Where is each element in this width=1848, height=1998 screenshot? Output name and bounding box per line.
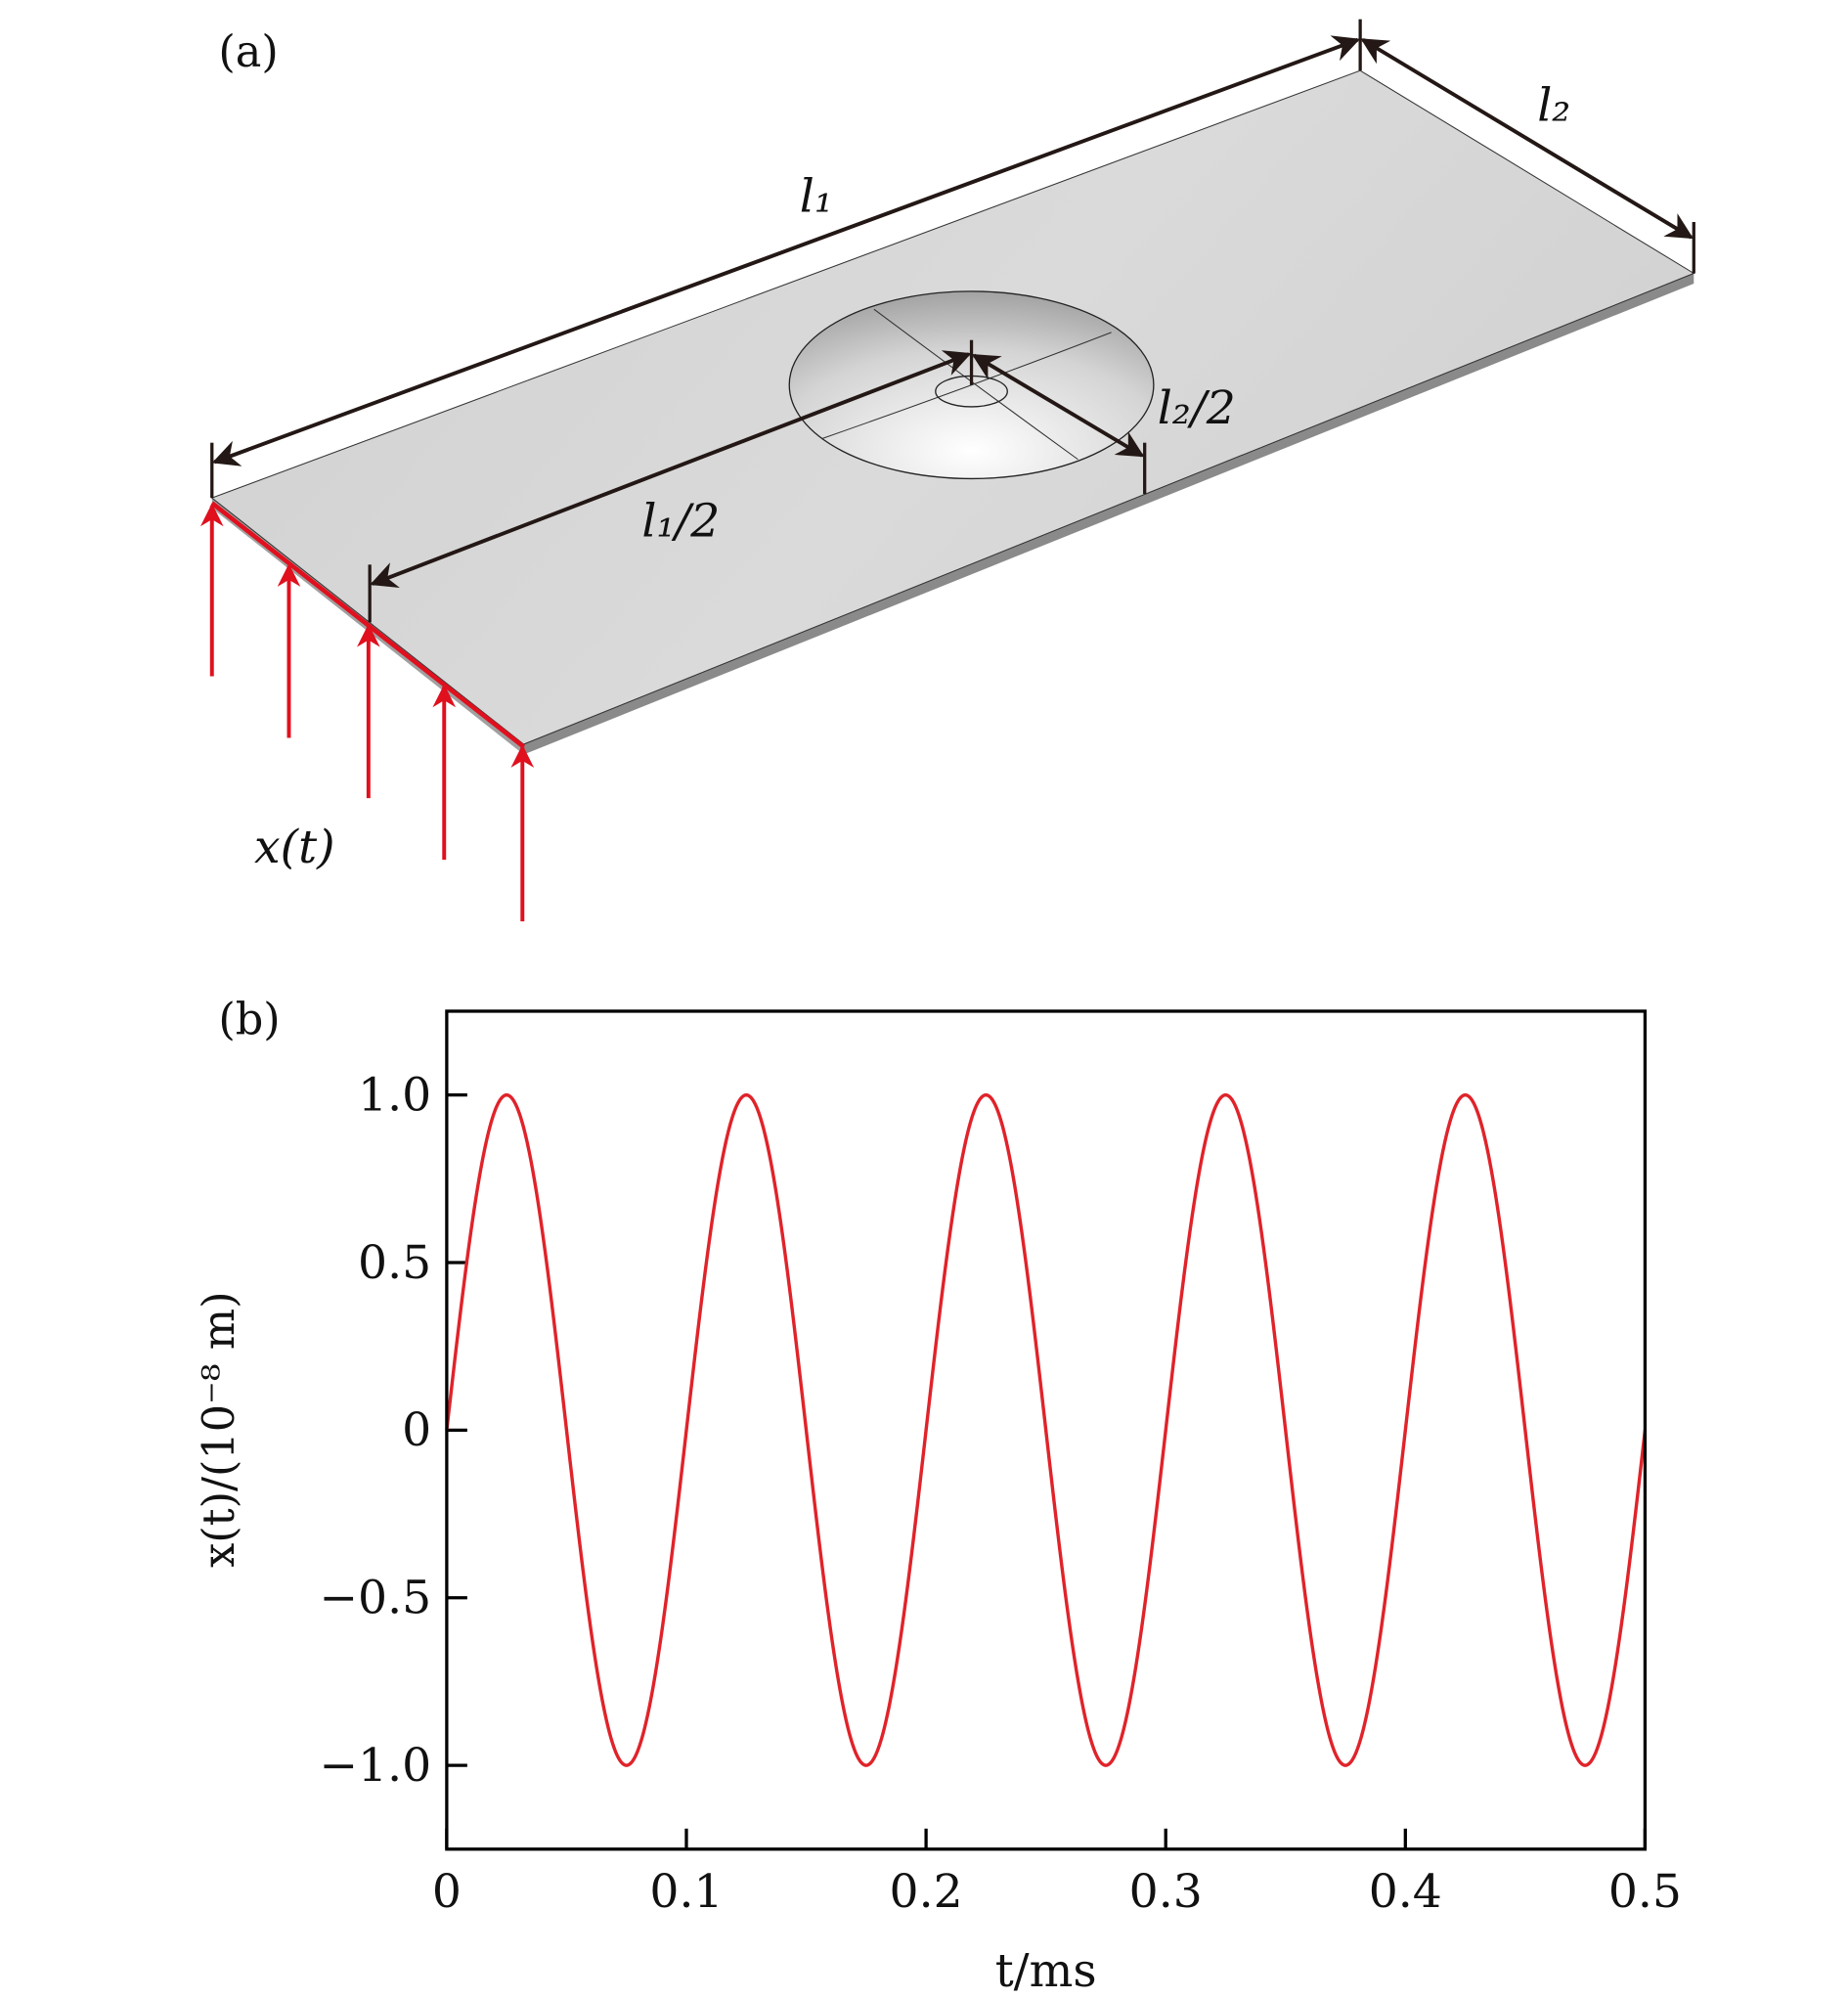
y-tick-label: 0.5 <box>358 1236 431 1290</box>
label-l1: l₁ <box>800 170 833 224</box>
y-ticks: 1.0 0.5 0 −0.5 −1.0 <box>319 1068 467 1793</box>
dim-half-l2 <box>971 353 1145 458</box>
dim-l2 <box>1360 37 1694 240</box>
y-tick-label: 0 <box>402 1403 431 1457</box>
label-half-l1: l₁/2 <box>641 494 720 548</box>
x-tick-label: 0.3 <box>1129 1865 1203 1919</box>
x-tick-label: 0.4 <box>1369 1865 1442 1919</box>
panel-b-chart: (b) 1.0 0.5 0 −0.5 −1.0 0 0.1 0.2 0.3 0.4 0.5 t/m… <box>194 995 1682 1998</box>
label-half-l2: l₂/2 <box>1158 381 1236 435</box>
panel-a-label: (a) <box>218 26 278 77</box>
x-tick-label: 0.2 <box>890 1865 963 1919</box>
series-line-x-t <box>445 1092 1648 1767</box>
excitation-label: x(t) <box>254 821 334 874</box>
y-tick-label: −1.0 <box>319 1739 431 1793</box>
dim-half-l1 <box>370 350 972 588</box>
x-tick-label: 0.5 <box>1608 1865 1682 1919</box>
x-tick-label: 0 <box>432 1865 462 1919</box>
label-l2: l₂ <box>1537 78 1570 132</box>
x-tick-label: 0.1 <box>649 1865 723 1919</box>
plate <box>210 69 1695 755</box>
panel-a-diagram: (a) l₁ l₂ l₁/2 l₂/2 <box>199 19 1695 922</box>
dimension-lines <box>210 19 1695 623</box>
x-axis-label: t/ms <box>995 1944 1097 1998</box>
x-ticks: 0 0.1 0.2 0.3 0.4 0.5 <box>432 1828 1682 1919</box>
y-axis-label: x(t)/(10⁻⁸ m) <box>194 1292 244 1568</box>
y-tick-label: −0.5 <box>319 1571 431 1624</box>
plate-side <box>523 273 1694 755</box>
excitation-arrows <box>199 501 535 922</box>
plot-frame <box>445 1009 1648 1851</box>
panel-b-label: (b) <box>218 995 280 1045</box>
y-tick-label: 1.0 <box>358 1068 431 1122</box>
